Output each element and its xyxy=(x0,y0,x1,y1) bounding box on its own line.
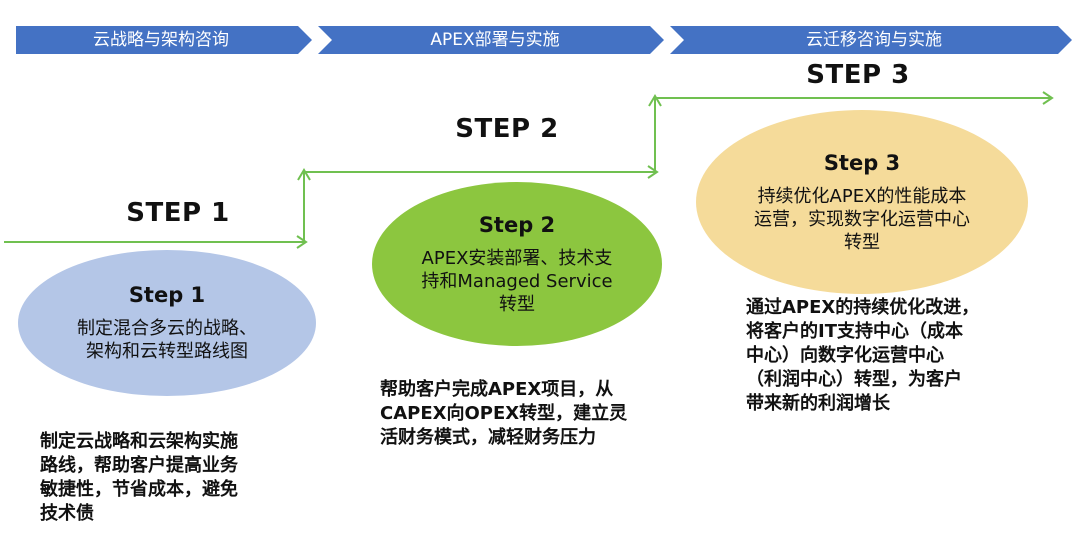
step-3-ellipse-line: 转型 xyxy=(844,231,880,253)
step-1-desc-line: 制定云战略和云架构实施 xyxy=(40,431,238,452)
step-3-ellipse-line: 持续优化APEX的性能成本 xyxy=(757,185,967,207)
step-2-ellipse-line: 转型 xyxy=(498,293,535,315)
step-2-description: 帮助客户完成APEX项目，从 CAPEX向OPEX转型，建立灵 活财务模式，减轻… xyxy=(380,378,680,450)
step-1-desc-line: 技术债 xyxy=(40,503,94,524)
arrowhead-3 xyxy=(647,165,659,179)
step-3-desc-line: 中心）向数字化运营中心 xyxy=(746,345,944,366)
phase-label-3: 云迁移咨询与实施 xyxy=(806,30,942,50)
step-1-heading: STEP 1 xyxy=(126,198,230,228)
phase-label-2: APEX部署与实施 xyxy=(430,30,560,50)
step-2-desc-line: 活财务模式，减轻财务压力 xyxy=(380,427,596,448)
step-connector-line xyxy=(4,97,1050,243)
step-1-description: 制定云战略和云架构实施 路线，帮助客户提高业务 敏捷性，节省成本，避免 技术债 xyxy=(40,430,300,526)
step-1-desc-line: 路线，帮助客户提高业务 xyxy=(40,455,238,476)
step-2-heading: STEP 2 xyxy=(455,114,559,144)
step-3-title: Step 3 xyxy=(823,150,901,175)
step-1-title: Step 1 xyxy=(128,283,206,307)
step-2-title: Step 2 xyxy=(478,212,556,237)
step-2-ellipse-line: 持和Managed Service xyxy=(421,270,613,292)
step-1-desc-line: 敏捷性，节省成本，避免 xyxy=(40,479,238,500)
step-1-ellipse-line: 制定混合多云的战略、 xyxy=(77,318,257,339)
step-2-desc-line: CAPEX向OPEX转型，建立灵 xyxy=(380,403,628,424)
arrowhead-1 xyxy=(296,235,308,249)
arrowhead-2 xyxy=(297,168,311,181)
step-3-ellipse: Step 3 持续优化APEX的性能成本 运营，实现数字化运营中心 转型 xyxy=(696,110,1028,294)
step-1-ellipse-line: 架构和云转型路线图 xyxy=(86,341,248,362)
step-2-ellipse-line: APEX安装部署、技术支 xyxy=(421,247,613,269)
step-3-heading: STEP 3 xyxy=(806,60,910,90)
phase-chevron-3 xyxy=(670,26,1072,54)
arrowhead-5 xyxy=(1042,91,1054,105)
arrowhead-4 xyxy=(648,94,662,107)
step-3-desc-line: 将客户的IT支持中心（成本 xyxy=(746,321,963,342)
step-3-desc-line: 带来新的利润增长 xyxy=(746,393,890,414)
step-3-desc-line: 通过APEX的持续优化改进， xyxy=(746,297,980,318)
step-2-desc-line: 帮助客户完成APEX项目，从 xyxy=(380,379,614,400)
step-3-ellipse-line: 运营，实现数字化运营中心 xyxy=(754,208,970,230)
phase-chevron-2 xyxy=(318,26,664,54)
step-2-ellipse: Step 2 APEX安装部署、技术支 持和Managed Service 转型 xyxy=(372,182,662,346)
step-3-desc-line: （利润中心）转型，为客户 xyxy=(746,369,962,390)
step-1-ellipse: Step 1 制定混合多云的战略、 架构和云转型路线图 xyxy=(18,250,316,396)
step-3-description: 通过APEX的持续优化改进， 将客户的IT支持中心（成本 中心）向数字化运营中心… xyxy=(746,296,1046,416)
phase-label-1: 云战略与架构咨询 xyxy=(93,30,229,50)
phase-chevron-1 xyxy=(16,26,312,54)
